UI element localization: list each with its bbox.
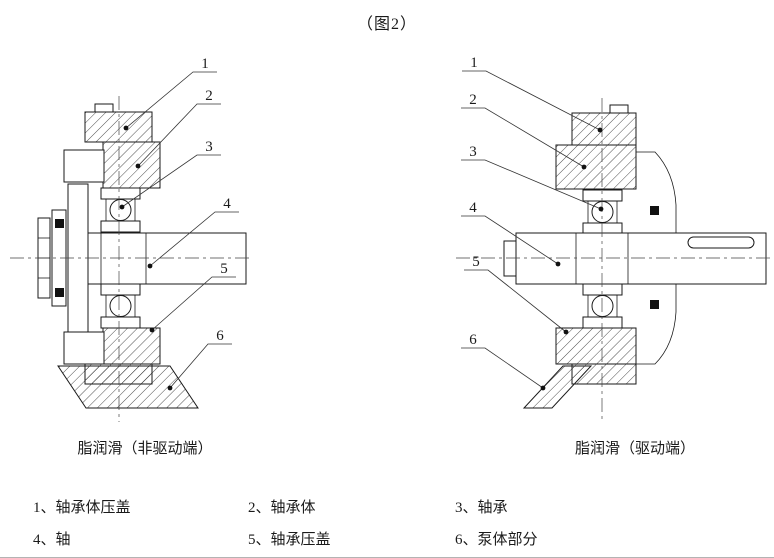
callout-1: 1 [462,55,603,133]
callout-number: 2 [205,88,213,104]
left-view-caption: 脂润滑（非驱动端） [77,441,213,457]
leader-dot [167,385,173,391]
callout-number: 1 [201,56,209,72]
callout-number: 6 [216,328,224,344]
bearing-ball-lower [109,295,132,317]
legend-item-4: 4、轴 [33,532,71,548]
cap-notch [609,104,629,114]
flange-upper [63,149,105,183]
bearing-body-section [555,144,637,190]
callout-2: 2 [135,88,221,169]
callout-1: 1 [123,56,217,131]
callout-5: 5 [149,261,236,333]
leader-dot [123,125,129,131]
callout-number: 1 [470,55,478,71]
left-view-drawing: 1 2 3 4 5 [10,56,252,422]
legend-item-6: 6、泵体部分 [455,532,538,548]
callout-6: 6 [167,328,232,391]
outer-race-upper [582,189,623,202]
callout-number: 6 [469,332,477,348]
flange-lower [63,331,105,365]
shaft-section [87,232,247,285]
right-view-caption: 脂润滑（驱动端） [574,441,695,457]
callout-4: 4 [147,196,239,269]
callout-2: 2 [461,92,587,170]
inner-race-lower [582,283,623,296]
leader-dot [135,163,141,169]
legend-item-5: 5、轴承压盖 [248,532,331,548]
callout-number: 2 [469,92,477,108]
bearing-ball-upper [591,201,614,223]
callout-number: 5 [472,254,480,270]
legend-item-3: 3、轴承 [455,500,508,516]
inner-race-lower [100,283,141,296]
inner-race-upper [582,222,623,235]
bearing-gland-section [102,327,161,365]
leader-dot [119,204,125,210]
seal-block-lower [55,288,64,297]
inner-race-upper [100,220,141,233]
callout-number: 3 [205,139,213,155]
seal-block-lower [650,300,659,309]
outer-race-lower [100,316,141,329]
callout-5: 5 [464,254,569,335]
bearing-gland-section [555,327,637,365]
leader-dot [555,261,561,267]
leader-dot [581,164,587,170]
cap-notch [94,103,114,113]
keyway-slot [687,236,755,249]
legend-item-1: 1、轴承体压盖 [33,500,131,516]
callout-number: 5 [220,261,228,277]
bottom-cover-section [84,363,153,385]
seal-block-upper [650,206,659,215]
leader-dot [540,385,546,391]
bearing-ball-lower [591,295,614,317]
callout-6: 6 [461,332,546,391]
figure-title: （图2） [356,16,417,33]
bearing-body-section [102,141,161,189]
assembly-drawings-canvas: 1 2 3 4 5 [10,55,772,422]
leader-dot [563,329,569,335]
legend-item-2: 2、轴承体 [248,500,316,516]
callout-number: 4 [469,200,477,216]
outer-race-upper [100,187,141,200]
callout-3: 3 [461,144,604,212]
leader-dot [597,127,603,133]
callout-number: 4 [223,196,231,212]
callout-3: 3 [119,139,221,210]
leader-dot [598,206,604,212]
seal-block-upper [55,219,64,228]
bearing-cap-section [84,111,153,143]
outer-race-lower [582,316,623,329]
shaft-stub [503,240,517,277]
callout-number: 3 [469,144,477,160]
bearing-cap-section [571,112,637,146]
right-view-drawing: 1 2 3 4 5 [456,55,772,420]
bottom-cover-section [571,363,637,385]
leader-dot [149,327,155,333]
callout-4: 4 [461,200,561,267]
leader-dot [147,263,153,269]
